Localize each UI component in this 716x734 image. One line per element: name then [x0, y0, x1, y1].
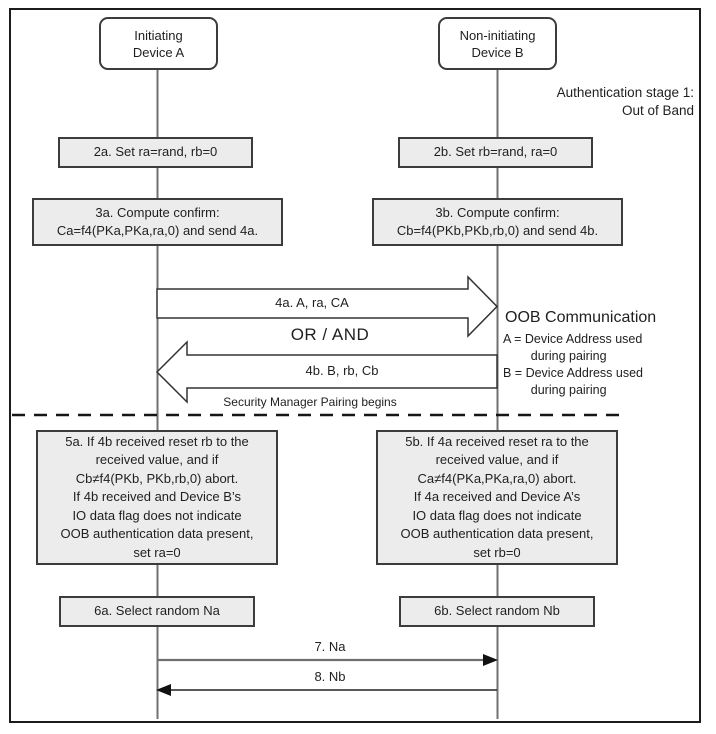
block-arrow-4a-right — [156, 275, 499, 338]
message-label-4a: 4a. A, ra, CA — [275, 295, 349, 310]
step-box-3a: 3a. Compute confirm: Ca=f4(PKa,PKa,ra,0)… — [32, 198, 283, 246]
actor-box-device-a: Initiating Device A — [99, 17, 218, 70]
actor-box-device-b: Non-initiating Device B — [438, 17, 557, 70]
block-arrow-4b-left — [155, 340, 498, 404]
step-box-6a: 6a. Select random Na — [59, 596, 255, 627]
oob-communication-title: OOB Communication — [505, 309, 657, 326]
security-manager-pairing-label: Security Manager Pairing begins — [223, 395, 397, 409]
oob-communication-detail: A = Device Address used during pairing B… — [503, 332, 644, 397]
step-box-5b: 5b. If 4a received reset ra to the recei… — [376, 430, 618, 565]
arrow-7-na-head — [483, 654, 498, 666]
message-label-4b: 4b. B, rb, Cb — [305, 363, 379, 378]
step-box-2b: 2b. Set rb=rand, ra=0 — [398, 137, 593, 168]
step-box-2a: 2a. Set ra=rand, rb=0 — [58, 137, 253, 168]
or-and-label: OR / AND — [290, 325, 370, 344]
step-box-5a: 5a. If 4b received reset rb to the recei… — [36, 430, 278, 565]
message-label-8: 8. Nb — [314, 669, 346, 684]
message-label-7: 7. Na — [314, 639, 346, 654]
diagram-outer-border — [9, 8, 701, 723]
step-box-3b: 3b. Compute confirm: Cb=f4(PKb,PKb,rb,0)… — [372, 198, 623, 246]
step-box-6b: 6b. Select random Nb — [399, 596, 595, 627]
arrow-8-nb-head — [156, 684, 171, 696]
stage-note: Authentication stage 1: Out of Band — [556, 85, 694, 118]
